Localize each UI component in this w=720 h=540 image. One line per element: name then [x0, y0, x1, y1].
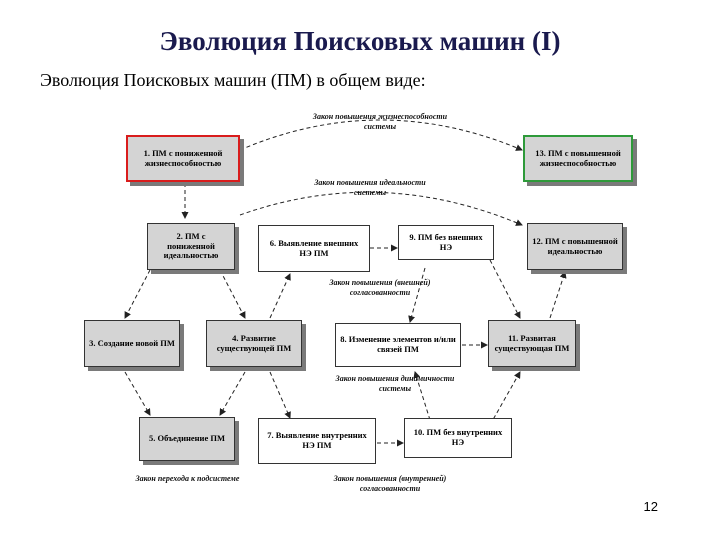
law-subsystem: Закон перехода к подсистеме [135, 474, 240, 483]
node-11: 11. Развитая существующая ПМ [488, 320, 576, 367]
arrow-11-12 [549, 271, 567, 319]
law-internal: Закон повышения (внутренней) согласованн… [333, 474, 447, 493]
node-6: 6. Выявление внешних НЭ ПМ [258, 225, 370, 272]
arrow-10-8 [413, 371, 431, 421]
arrow-3-5 [124, 371, 151, 416]
arrow-4-6 [269, 273, 291, 319]
node-5: 5. Объединение ПМ [139, 417, 235, 461]
node-3: 3. Создание новой ПМ [84, 320, 180, 367]
law-external: Закон повышения (внешней) согласованност… [329, 278, 431, 297]
law-dynamics: Закон повышения динамичности системы [335, 374, 455, 393]
page-number: 12 [643, 499, 658, 514]
arrow-4-7 [269, 371, 291, 419]
node-9: 9. ПМ без внешних НЭ [398, 225, 494, 260]
page-subtitle: Эволюция Поисковых машин (ПМ) в общем ви… [40, 70, 426, 90]
page-title: Эволюция Поисковых машин (I) [159, 26, 561, 56]
law-ideality: Закон повышения идеальности системы [314, 178, 426, 197]
node-7: 7. Выявление внутренних НЭ ПМ [258, 418, 376, 464]
node-2: 2. ПМ с пониженной идеальностью [147, 223, 235, 270]
node-10: 10. ПМ без внутренних НЭ [404, 418, 512, 458]
arrow-4-5 [219, 371, 246, 416]
arrow-2-3 [124, 269, 151, 319]
arrow-9-11 [489, 259, 521, 319]
arrow-10-11 [489, 371, 521, 426]
node-13: 13. ПМ с повышенной жизнеспособностью [523, 135, 633, 182]
node-8: 8. Изменение элементов и/или связей ПМ [335, 323, 461, 367]
arrow-2-4 [219, 269, 246, 319]
node-4: 4. Развитие существующей ПМ [206, 320, 302, 367]
law-viability: Закон повышения жизнеспособности системы [312, 112, 448, 131]
node-12: 12. ПМ с повышенной идеальностью [527, 223, 623, 270]
arrow-1-13 [239, 119, 523, 151]
arrow-9-8 [408, 267, 426, 323]
arrow-1-12 [239, 191, 523, 226]
node-1: 1. ПМ с пониженной жизнеспособностью [126, 135, 240, 182]
